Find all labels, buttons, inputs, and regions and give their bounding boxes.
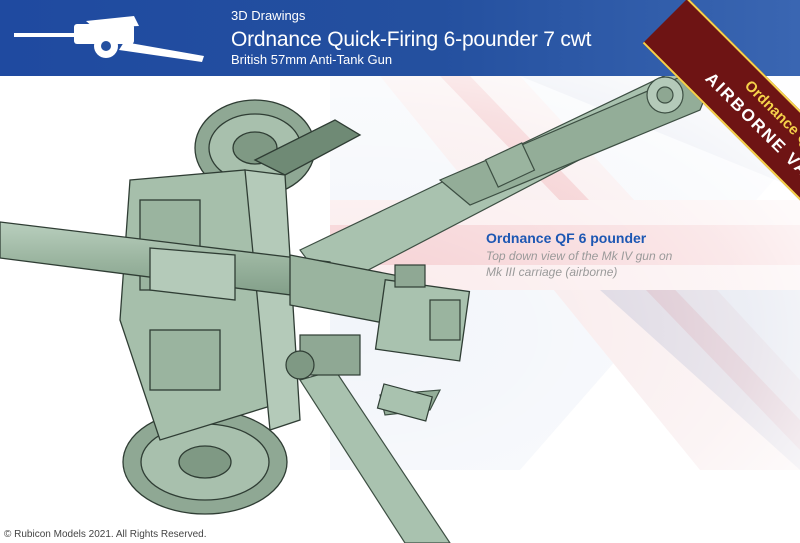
header-category: 3D Drawings	[231, 8, 306, 23]
corner-banner-ribbon: Ordnance QF 6 pdr AIRBORNE VARIANT	[642, 0, 800, 240]
copyright-text: © Rubicon Models 2021. All Rights Reserv…	[4, 529, 207, 540]
annotation-title: Ordnance QF 6 pounder	[486, 230, 647, 246]
breech-mechanism	[285, 264, 461, 422]
annotation-description: Top down view of the Mk IV gun on Mk III…	[486, 249, 673, 279]
page-title: Ordnance Quick-Firing 6-pounder 7 cwt	[231, 28, 592, 51]
corner-banner: Ordnance QF 6 pdr AIRBORNE VARIANT	[560, 0, 800, 240]
anti-tank-gun-silhouette-icon	[14, 16, 204, 62]
page-subtitle: British 57mm Anti-Tank Gun	[231, 52, 393, 67]
